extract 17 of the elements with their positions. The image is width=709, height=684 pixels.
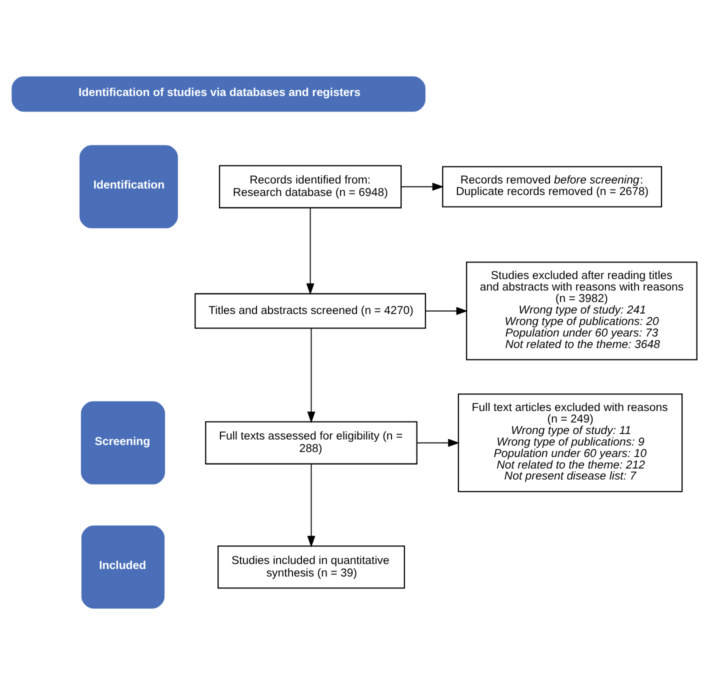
node-box: Studies excluded after reading titles and abstracts with reasons with reasons (n = 3982) Wrong type of study: 241 Wrong type of publications: 20 Population under 60 years: 73 Not related to the theme: 3648 bbox=[466, 261, 698, 360]
node-box: Identification of studies via databases and registers bbox=[12, 76, 426, 112]
node-box: Studies included in quantitative synthesis (n = 39) bbox=[218, 544, 405, 588]
node-box: Included bbox=[81, 525, 165, 608]
arrow bbox=[306, 206, 314, 294]
node-box: Full text articles excluded with reasons (n = 249) Wrong type of study: 11 Wrong type of publications: 9 Population under 60 years: 10 Not related to the theme: 212 Not present disease list: 7 bbox=[458, 393, 683, 492]
arrow bbox=[400, 182, 444, 190]
node-box: Identification bbox=[80, 144, 178, 228]
node-box: Titles and abstracts screened (n = 4270) bbox=[194, 292, 426, 328]
node-box: Records identified from: Research database (n = 6948) bbox=[218, 164, 402, 208]
arrow bbox=[425, 306, 468, 314]
arrow bbox=[416, 438, 460, 446]
node-box: Records removed before screening: Duplicate records removed (n = 2678) bbox=[442, 166, 662, 207]
node-box: Full texts assessed for eligibility (n = 288) bbox=[205, 420, 418, 464]
arrow bbox=[307, 462, 316, 547]
node-box: Screening bbox=[80, 400, 166, 484]
arrow bbox=[307, 327, 316, 423]
